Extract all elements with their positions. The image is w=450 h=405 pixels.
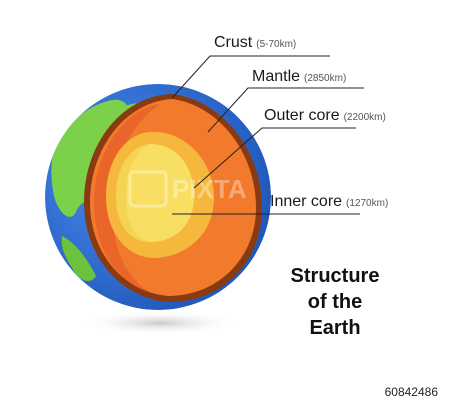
mantle-leader bbox=[207, 87, 364, 133]
watermark-text: PIXTA bbox=[172, 174, 247, 204]
inner-core-label: Inner core(1270km) bbox=[270, 193, 388, 211]
crust-value: (5-70km) bbox=[256, 39, 297, 50]
mantle-value: (2850km) bbox=[304, 73, 347, 84]
landmass-south bbox=[61, 236, 96, 282]
diagram-title: Structure of the Earth bbox=[270, 263, 400, 341]
outer-core-leader bbox=[193, 127, 356, 189]
inner-core-value: (1270km) bbox=[346, 198, 389, 209]
title-line-2: of the bbox=[307, 291, 363, 313]
outer-core-name: Outer core bbox=[264, 107, 340, 124]
title-line-3: Earth bbox=[309, 317, 361, 339]
mantle-name: Mantle bbox=[252, 68, 301, 85]
crust-leader bbox=[171, 55, 330, 99]
inner-core-name: Inner core bbox=[270, 193, 343, 210]
leader-lines bbox=[171, 55, 364, 215]
inner-core-layer bbox=[116, 144, 194, 242]
outer-core-value: (2200km) bbox=[343, 112, 386, 123]
watermark: PIXTA bbox=[128, 170, 247, 208]
ground-shadow bbox=[78, 311, 242, 335]
outer-core-label: Outer core(2200km) bbox=[264, 107, 386, 125]
crust-label: Crust(5-70km) bbox=[214, 34, 296, 52]
stock-id: 60842486 bbox=[384, 385, 438, 399]
crust-name: Crust bbox=[214, 34, 253, 51]
mantle-label: Mantle(2850km) bbox=[252, 68, 346, 86]
mantle-face bbox=[94, 104, 160, 292]
cutaway-section bbox=[84, 94, 262, 303]
title-line-1: Structure bbox=[290, 265, 380, 287]
